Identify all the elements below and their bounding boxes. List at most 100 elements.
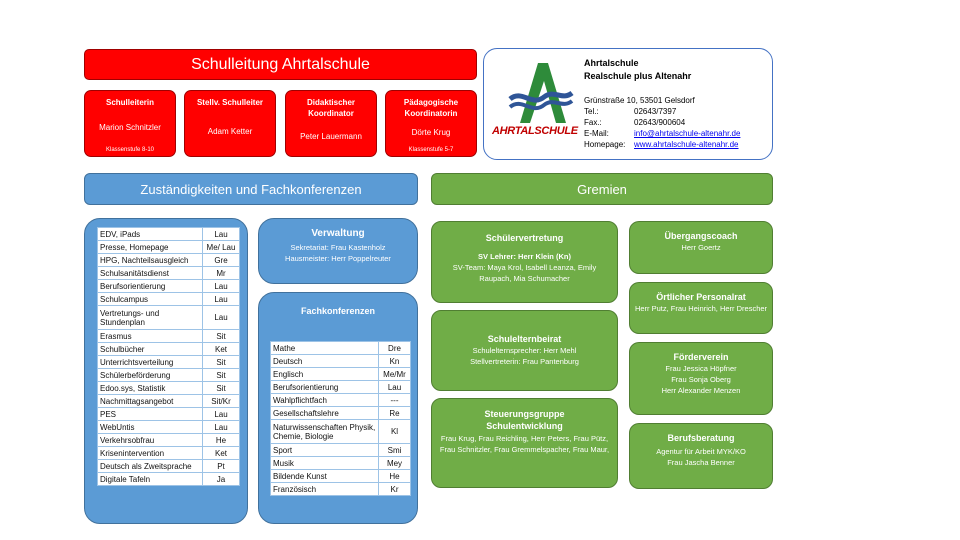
foerderverein-panel: Förderverein Frau Jessica Höpfner Frau S… xyxy=(629,342,773,415)
row-topic: Schulsanitätsdienst xyxy=(97,266,203,280)
role-title: Stellv. Schulleiter xyxy=(196,98,264,107)
row-person-code: Ja xyxy=(202,472,240,486)
row-person-code: Ket xyxy=(202,446,240,460)
row-person-code: Lau xyxy=(378,380,411,394)
row-person-code: Mr xyxy=(202,266,240,280)
row-person-code: Re xyxy=(378,406,411,420)
row-topic: Wahlpflichtfach xyxy=(270,393,379,407)
role-person: Dörte Krug xyxy=(411,128,451,137)
sv-lead: SV Lehrer: Herr Klein (Kn) xyxy=(478,252,571,261)
table-row: Naturwissenschaften Physik, Chemie, Biol… xyxy=(270,419,411,444)
row-topic: Deutsch xyxy=(270,354,379,368)
school-leadership-title-text: Schulleitung Ahrtalschule xyxy=(191,55,370,73)
role-title: Didaktischer Koordinator xyxy=(306,98,356,118)
street-text: Grünstraße 10, 53501 Gelsdorf xyxy=(584,96,695,105)
row-person-code: Lau xyxy=(202,292,240,306)
verwaltung-line2: Hausmeister: Herr Poppelreuter xyxy=(285,254,391,263)
row-person-code: He xyxy=(202,433,240,447)
section-header-text: Gremien xyxy=(577,181,627,197)
row-person-code: Smi xyxy=(378,443,411,457)
schulelternbeirat-title: Schulelternbeirat xyxy=(487,334,562,344)
fax-value: 02643/900604 xyxy=(634,118,686,127)
verwaltung-title: Verwaltung xyxy=(311,228,365,239)
role-box-stellv-schulleiter: Stellv. Schulleiter Adam Ketter xyxy=(184,90,276,157)
row-person-code: Sit xyxy=(202,355,240,369)
school-name: Ahrtalschule Realschule plus Altenahr xyxy=(584,57,691,83)
row-person-code: Lau xyxy=(202,407,240,421)
uebergangscoach-text: Herr Goertz xyxy=(681,243,721,252)
role-person: Marion Schnitzler xyxy=(99,122,161,132)
berufsberatung-title: Berufsberatung xyxy=(667,433,735,443)
row-topic: Nachmittagsangebot xyxy=(97,394,203,408)
row-topic: Berufsorientierung xyxy=(270,380,379,394)
logo-wordmark: AHRTALSCHULE xyxy=(492,125,578,137)
street-line: Grünstraße 10, 53501 Gelsdorf xyxy=(584,95,740,106)
berufsberatung-panel: Berufsberatung Agentur für Arbeit MYK/KO… xyxy=(629,423,773,489)
row-topic: WebUntis xyxy=(97,420,203,434)
role-person: Peter Lauermann xyxy=(300,132,362,141)
role-sub: Klassenstufe 8-10 xyxy=(105,147,155,153)
row-person-code: Sit xyxy=(202,381,240,395)
row-topic: Digitale Tafeln xyxy=(97,472,203,486)
school-leadership-title: Schulleitung Ahrtalschule xyxy=(84,49,477,80)
tel-label: Tel.: xyxy=(584,107,599,116)
section-header-zustaendigkeiten: Zuständigkeiten und Fachkonferenzen xyxy=(84,173,418,205)
tel-line: Tel.: 02643/7397 xyxy=(584,106,740,117)
row-topic: Französisch xyxy=(270,482,379,496)
schuelervertretung-title: Schülervertretung xyxy=(485,233,564,243)
tel-value: 02643/7397 xyxy=(634,107,677,116)
steuerungsgruppe-title: Steuerungsgruppe Schulentwicklung xyxy=(484,409,565,431)
foerderverein-line: Herr Alexander Menzen xyxy=(661,386,741,395)
row-person-code: Me/ Lau xyxy=(202,240,240,254)
foerderverein-title: Förderverein xyxy=(673,352,729,362)
row-person-code: Sit xyxy=(202,368,240,382)
row-person-code: Ket xyxy=(202,342,240,356)
row-topic: Vertretungs- und Stundenplan xyxy=(97,305,203,330)
homepage-link[interactable]: www.ahrtalschule-altenahr.de xyxy=(634,140,739,149)
fax-label: Fax.: xyxy=(584,118,602,127)
row-person-code: Gre xyxy=(202,253,240,267)
elternbeirat-line2: Stellvertreterin: Frau Pantenburg xyxy=(470,357,579,366)
foerderverein-line: Frau Jessica Höpfner xyxy=(665,364,737,373)
row-person-code: Lau xyxy=(202,420,240,434)
row-person-code: Me/Mr xyxy=(378,367,411,381)
email-line: E-Mail:info@ahrtalschule-altenahr.de xyxy=(584,128,740,139)
email-link[interactable]: info@ahrtalschule-altenahr.de xyxy=(634,129,741,138)
row-topic: Erasmus xyxy=(97,329,203,343)
row-topic: Deutsch als Zweitsprache xyxy=(97,459,203,473)
personalrat-panel: Örtlicher Personalrat Herr Putz, Frau He… xyxy=(629,282,773,334)
steuerungsgruppe-panel: Steuerungsgruppe Schulentwicklung Frau K… xyxy=(431,398,618,488)
row-person-code: Kn xyxy=(378,354,411,368)
row-topic: Mathe xyxy=(270,341,379,355)
school-logo-icon xyxy=(508,63,574,123)
logo-wave-top xyxy=(508,90,574,103)
uebergangscoach-title: Übergangscoach xyxy=(664,231,738,241)
row-topic: Gesellschaftslehre xyxy=(270,406,379,420)
row-topic: Musik xyxy=(270,456,379,470)
row-person-code: Lau xyxy=(202,305,240,330)
row-topic: Edoo.sys, Statistik xyxy=(97,381,203,395)
role-box-didaktischer-koordinator: Didaktischer Koordinator Peter Lauermann xyxy=(285,90,377,157)
row-topic: Sport xyxy=(270,443,379,457)
web-label: Homepage: xyxy=(584,140,626,149)
table-row: Wahlpflichtfach--- xyxy=(270,393,411,407)
address-lines: Grünstraße 10, 53501 Gelsdorf Tel.: 02643… xyxy=(584,95,740,150)
row-topic: Presse, Homepage xyxy=(97,240,203,254)
role-title: Schulleiterin xyxy=(105,98,154,107)
